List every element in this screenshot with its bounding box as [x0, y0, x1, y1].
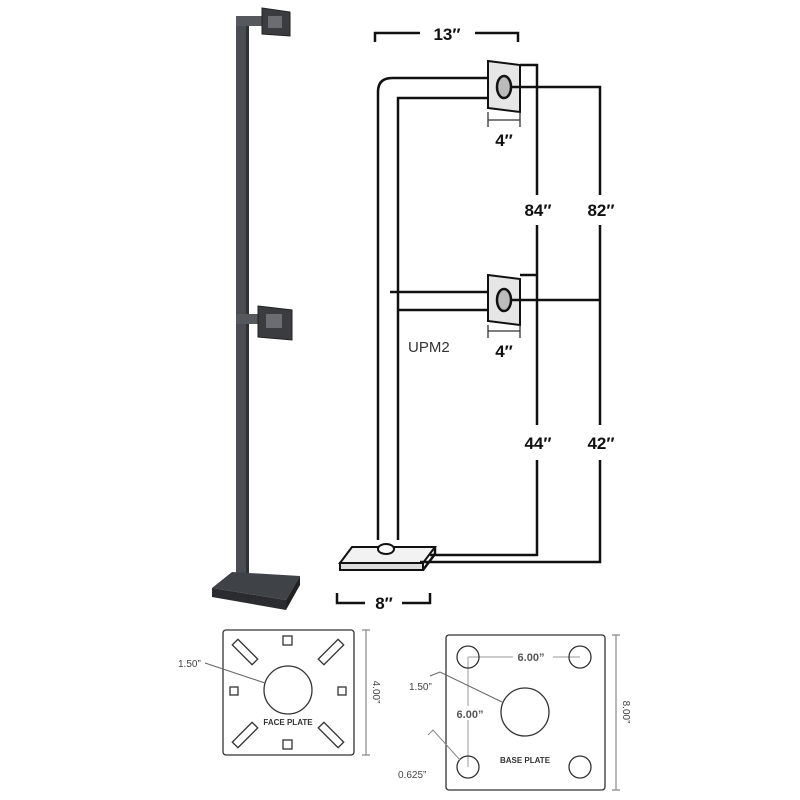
base-plate-label: BASE PLATE — [500, 756, 551, 765]
upper-plate-width-label: 4″ — [495, 131, 513, 150]
height-44-label: 44″ — [524, 434, 551, 453]
face-plate-label: FACE PLATE — [263, 718, 313, 727]
base-plate-spacing-horizontal: 6.00” — [518, 652, 545, 664]
model-label: UPM2 — [408, 339, 450, 356]
base-plate-drawing — [427, 634, 620, 791]
base-plate-hole-label: 1.50” — [409, 682, 432, 693]
pedestal-drawing — [335, 31, 602, 605]
face-plate-hole-label: 1.50” — [178, 659, 201, 670]
height-42-label: 42″ — [587, 434, 614, 453]
face-plate-drawing — [204, 629, 370, 756]
height-82-label: 82″ — [587, 201, 614, 220]
arm-length-label: 13″ — [433, 25, 460, 44]
base-plate-bolt-hole-label: 0.625” — [398, 770, 426, 781]
height-84-label: 84″ — [524, 201, 551, 220]
face-plate-size-label: 4.00” — [370, 681, 381, 704]
base-width-label: 8″ — [375, 594, 393, 613]
base-plate-size-label: 8.00” — [620, 701, 631, 724]
lower-plate-width-label: 4″ — [495, 342, 513, 361]
base-plate-spacing-vertical: 6.00” — [457, 709, 484, 721]
pedestal-photo — [212, 7, 300, 610]
